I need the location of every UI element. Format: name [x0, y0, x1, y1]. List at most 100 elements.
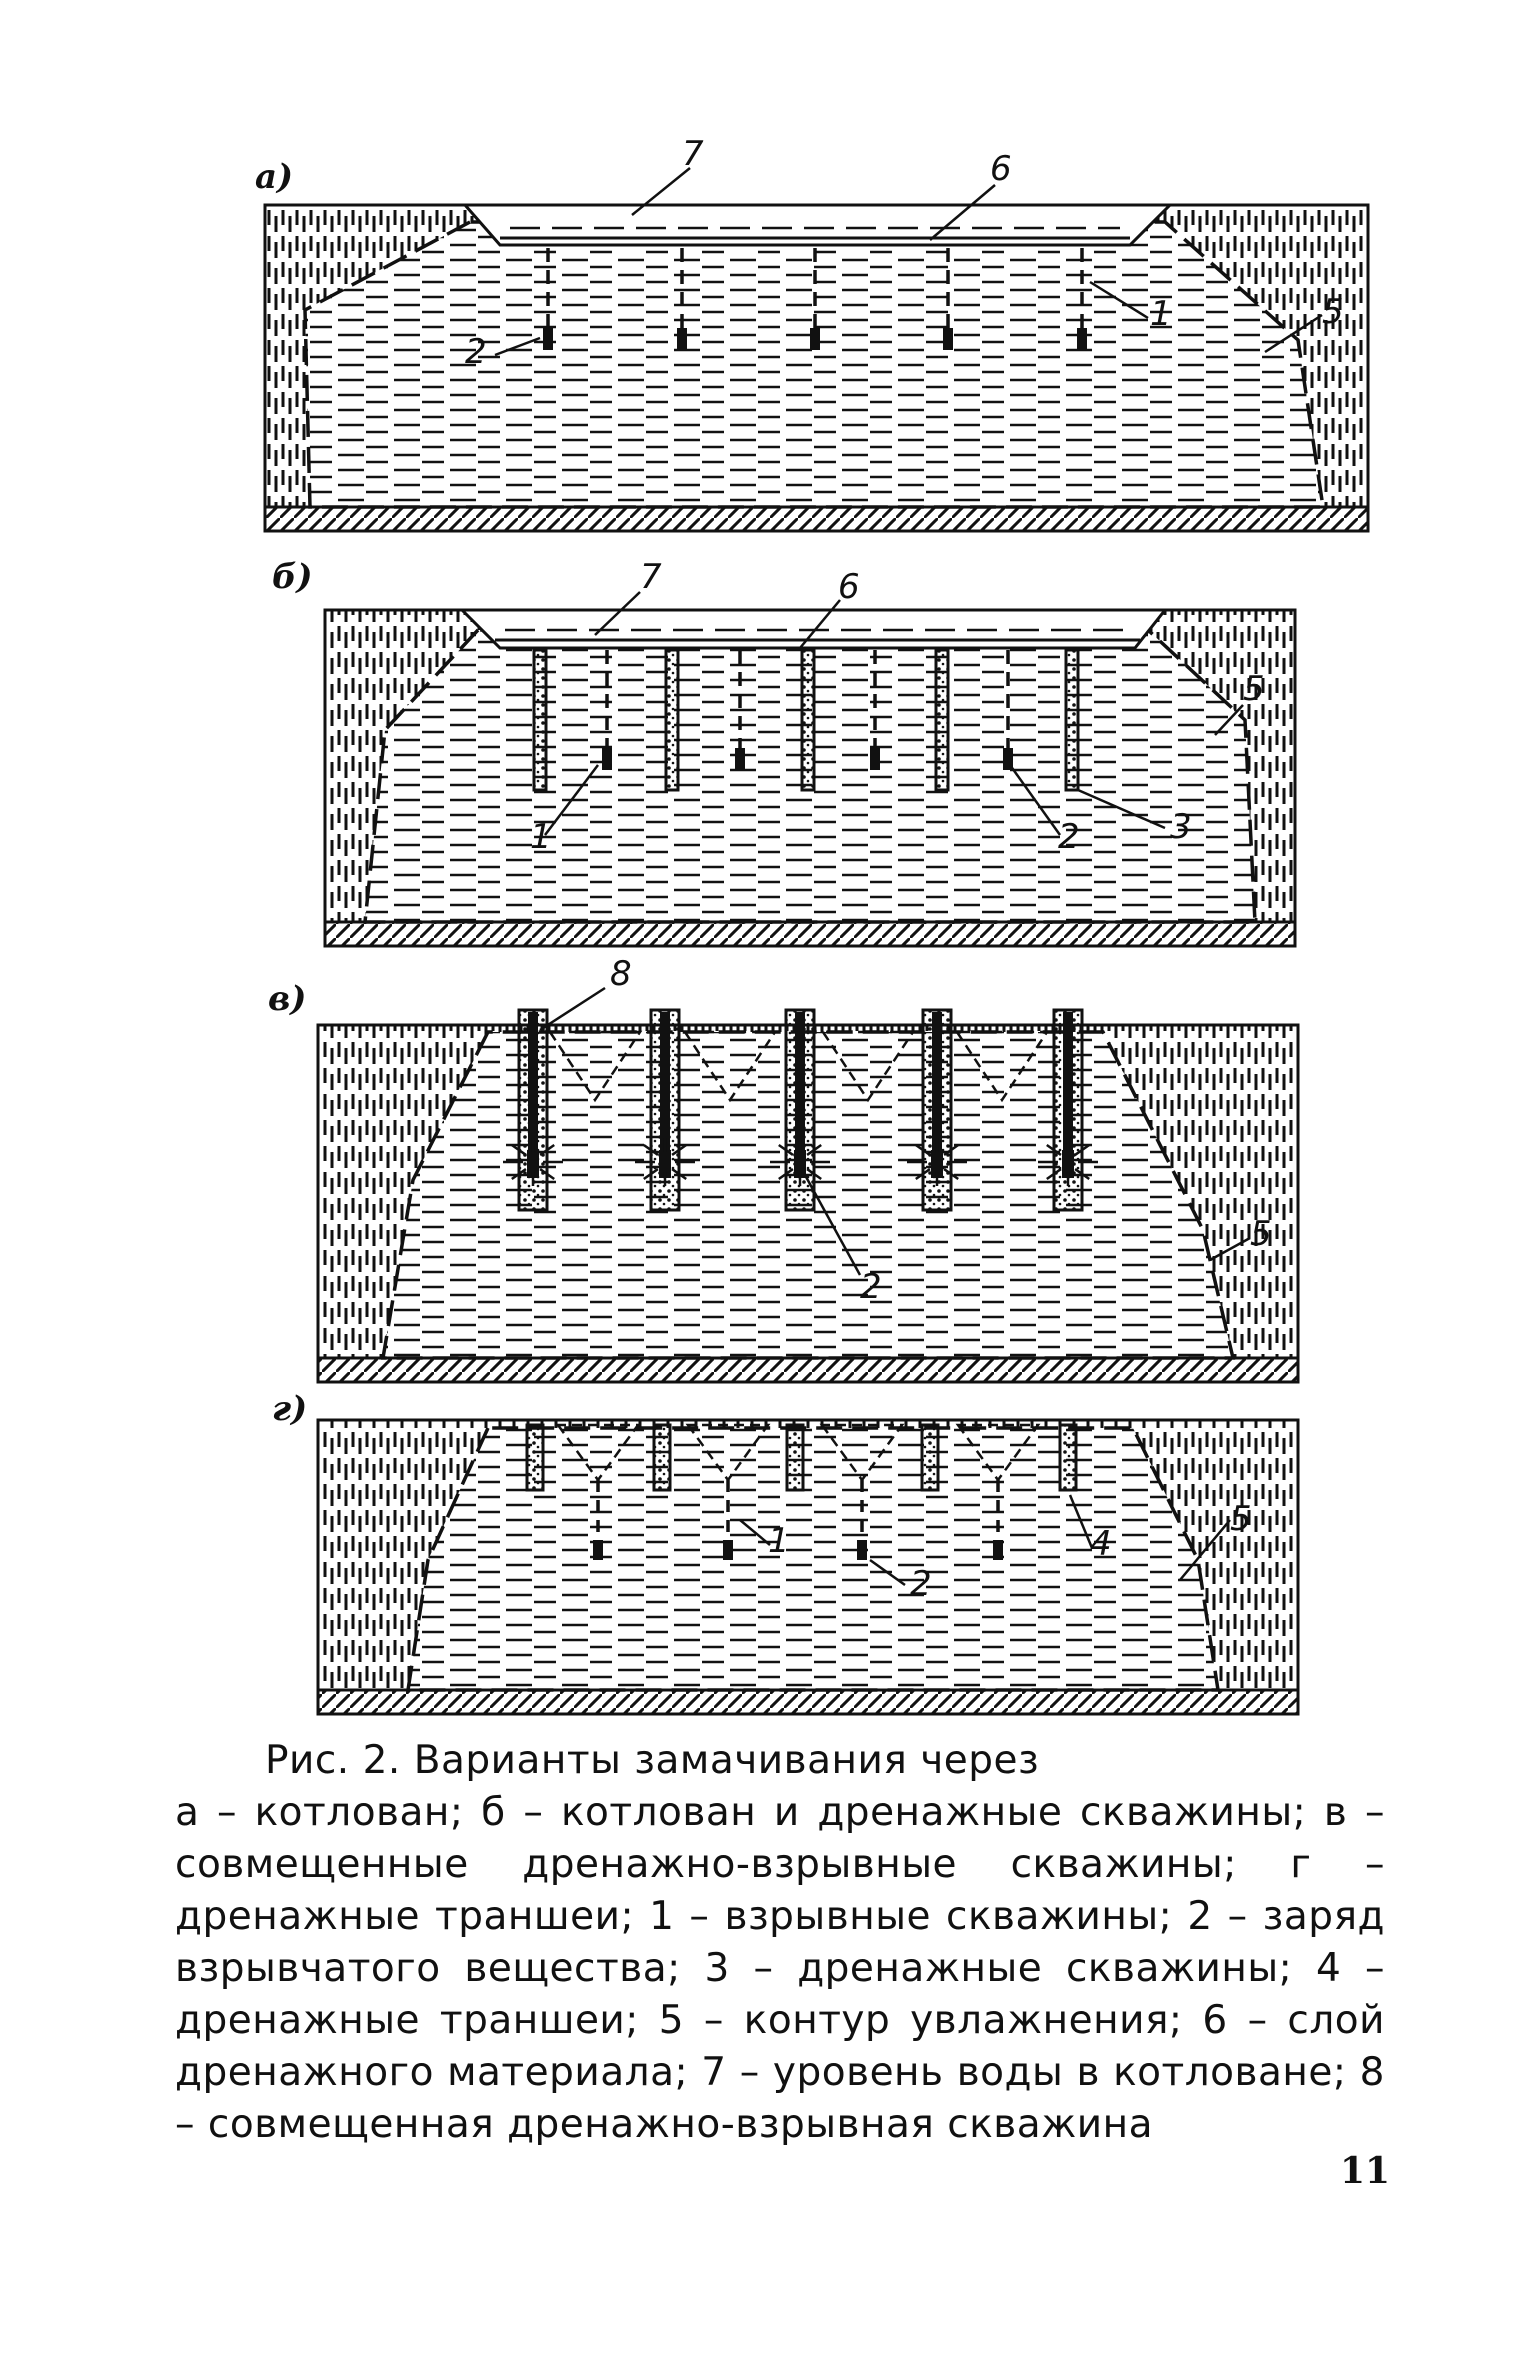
blast-ray: [943, 1168, 959, 1180]
panel-letter: в): [268, 979, 306, 1019]
blast-ray: [943, 1144, 959, 1156]
explosive-charge: [677, 328, 687, 350]
explosive-charge: [857, 1540, 867, 1560]
callout-label-group: 1 4 2 5: [768, 1499, 1252, 1604]
callout-leader: [739, 1519, 771, 1546]
blast-ray: [511, 1144, 527, 1156]
explosive-charge: [1077, 328, 1087, 350]
explosive-charge: [810, 328, 820, 350]
drainage-well: [934, 648, 950, 792]
moistening-cone: [820, 1030, 916, 1103]
excavation-pit: [461, 203, 1174, 247]
callout-label: 5: [1243, 669, 1265, 709]
drainage-trench: [652, 1423, 672, 1492]
combined-well-pipe: [528, 1012, 538, 1157]
callout-leader: [1209, 1236, 1251, 1262]
explosive-charge: [735, 748, 745, 770]
blast-ray: [1074, 1144, 1090, 1156]
blast-ray: [643, 1168, 659, 1180]
callout-label-group: 7 6 1 2 5: [465, 134, 1344, 372]
blast-ray: [778, 1144, 794, 1156]
combined-well-pipe: [932, 1012, 942, 1157]
blast-ray: [1046, 1144, 1062, 1156]
blast-ray: [643, 1144, 659, 1156]
panel-letter: а): [255, 157, 293, 197]
explosive-charge: [1062, 1150, 1074, 1178]
drainage-trench: [785, 1423, 805, 1492]
caption-title: Рис. 2. Варианты замачивания через: [265, 1738, 1040, 1783]
panel-a-pit: а) 7 6 1 2 5: [255, 134, 1370, 533]
drainage-well: [1064, 648, 1080, 792]
callout-label: 1: [768, 1521, 790, 1561]
combined-well-pipe: [1063, 1012, 1073, 1157]
figure-caption: Рис. 2. Варианты замачивания через а – к…: [175, 1735, 1385, 2151]
callout-leader: [1214, 704, 1244, 736]
caption-body: а – котлован; б – котлован и дренажные с…: [175, 1790, 1385, 2147]
moistening-cone: [819, 1423, 905, 1483]
callout-label: 2: [1058, 817, 1080, 857]
callout-leader: [1008, 764, 1062, 836]
panel-letter: г): [272, 1389, 307, 1429]
callout-label: 7: [682, 134, 704, 174]
callout-label-group: 8 2 5: [610, 954, 1272, 1307]
callout-leader: [539, 986, 606, 1032]
callout-label: 1: [1150, 294, 1172, 334]
callout-label: 2: [860, 1267, 882, 1307]
callout-leader: [1077, 788, 1166, 830]
callout-label: 4: [1090, 1524, 1112, 1564]
callout-leader: [929, 184, 996, 241]
callout-label: 5: [1322, 292, 1344, 332]
callout-label: 1: [530, 817, 552, 857]
moistening-cone: [955, 1423, 1041, 1483]
callout-label: 6: [990, 149, 1012, 189]
explosive-charge: [723, 1540, 733, 1560]
drainage-well: [532, 648, 548, 792]
blast-ray: [1074, 1168, 1090, 1180]
callout-label: 2: [465, 332, 487, 372]
moistening-contour: [303, 220, 1326, 509]
moistening-cone: [682, 1030, 778, 1103]
callout-leader: [803, 1174, 862, 1276]
moistening-cone: [555, 1423, 641, 1483]
drainage-trench: [1058, 1423, 1078, 1492]
blast-ray: [915, 1144, 931, 1156]
page-number: 11: [1340, 2150, 1391, 2192]
section-border: [316, 1418, 1300, 1692]
combined-well-pipe: [660, 1012, 670, 1157]
explosive-charge: [543, 328, 553, 350]
blast-ray: [671, 1144, 687, 1156]
callout-label: 5: [1250, 1214, 1272, 1254]
base-hatched-layer: [323, 920, 1297, 948]
drainage-trench: [920, 1423, 940, 1492]
blast-ray: [778, 1168, 794, 1180]
panel-letter: б): [272, 557, 313, 597]
callout-leader: [799, 599, 841, 649]
combined-well-pipe: [795, 1012, 805, 1157]
callout-label: 2: [910, 1564, 932, 1604]
callout-label: 8: [610, 954, 632, 994]
blast-ray: [539, 1168, 555, 1180]
blast-ray: [511, 1168, 527, 1180]
explosive-charge: [794, 1150, 806, 1178]
callout-leader: [1068, 1494, 1094, 1549]
callout-label: 7: [640, 557, 662, 597]
blast-ray: [671, 1168, 687, 1180]
moistened-zone: [305, 222, 1323, 507]
soaking-variants-figure: а) 7 6 1 2 5 б) 7 6 5 1 2 3 в) 8 2 5 г) …: [255, 134, 1370, 1716]
explosive-charge: [593, 1540, 603, 1560]
explosive-charge: [943, 328, 953, 350]
callout-label: 3: [1170, 807, 1192, 847]
callout-leader: [494, 336, 541, 357]
callout-leader: [869, 1558, 906, 1587]
explosive-charge: [870, 748, 880, 770]
callout-leader: [594, 591, 641, 636]
callout-leader: [1179, 1519, 1231, 1581]
callout-leader: [631, 167, 691, 216]
drainage-well: [800, 648, 816, 792]
blast-ray: [915, 1168, 931, 1180]
explosive-charge: [931, 1150, 943, 1178]
blast-ray: [539, 1144, 555, 1156]
drainage-well: [664, 648, 680, 792]
blast-ray: [806, 1144, 822, 1156]
blast-ray: [806, 1168, 822, 1180]
